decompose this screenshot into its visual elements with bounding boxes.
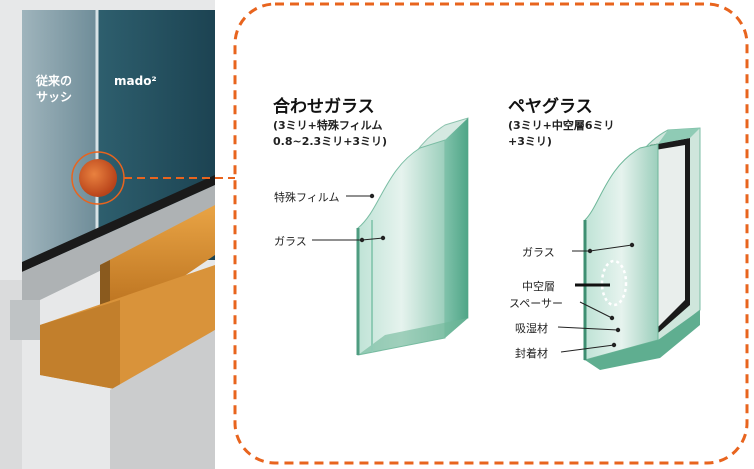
- window-label-mado: mado²: [114, 74, 157, 88]
- laminated-glass-edge: [445, 118, 468, 338]
- laminated-glass-illustration: [312, 117, 469, 356]
- window-aluminum-frame: [22, 185, 215, 300]
- window-left-pane: [22, 10, 97, 262]
- hollow-layer-marker: [600, 259, 628, 307]
- label-desiccant: 吸湿材: [515, 322, 548, 335]
- pair-spec: (3ミリ+中空層6ミリ +3ミリ): [508, 118, 615, 150]
- window-label-line1: 従来の: [36, 74, 73, 88]
- window-sill-dark: [22, 175, 215, 272]
- label-hollow-layer: 中空層: [522, 280, 555, 293]
- pair-title: ペヤグラス: [508, 97, 593, 117]
- label-pair-glass: ガラス: [522, 246, 555, 259]
- pair-glass-illustration: [557, 127, 701, 370]
- label-spacer: スペーサー: [509, 297, 564, 310]
- pair-spec-line2: +3ミリ): [508, 135, 552, 148]
- laminated-title: 合わせガラス: [273, 97, 375, 117]
- window-wall-bottom: [110, 330, 215, 469]
- label-special-film: 特殊フィルム: [274, 191, 340, 204]
- pair-spec-line1: (3ミリ+中空層6ミリ: [508, 119, 615, 132]
- window-label-line2: サッシ: [36, 90, 73, 104]
- laminated-spec-line2: 0.8~2.3ミリ+3ミリ): [273, 135, 388, 148]
- window-label-conventional: 従来の サッシ: [36, 73, 72, 105]
- label-sealant: 封着材: [515, 347, 548, 360]
- laminated-spec: (3ミリ+特殊フィルム 0.8~2.3ミリ+3ミリ): [273, 118, 387, 150]
- window-illustration: [0, 0, 215, 469]
- laminated-spec-line1: (3ミリ+特殊フィルム: [273, 119, 383, 132]
- pair-glass-pane-front: [584, 143, 659, 361]
- highlight-dot-inner: [79, 159, 117, 197]
- label-laminated-glass: ガラス: [274, 235, 307, 248]
- window-wood-frame: [100, 205, 215, 320]
